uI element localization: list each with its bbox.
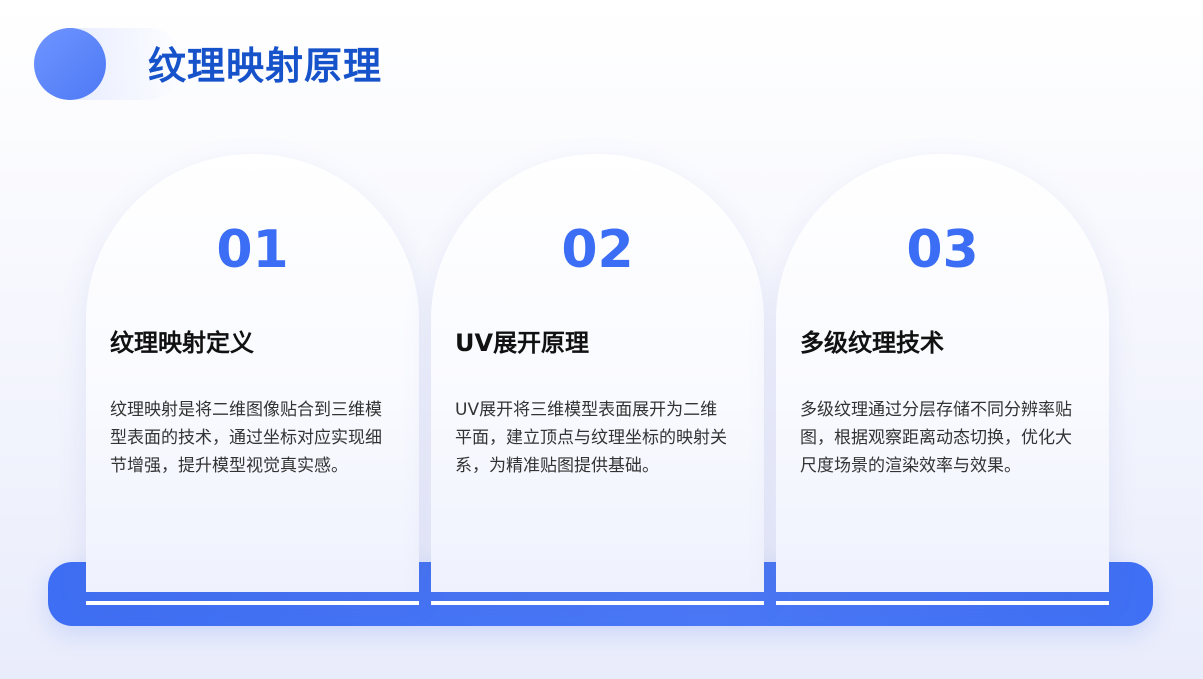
card-number: 02: [561, 220, 634, 280]
card-texture-mapping-definition: 01 纹理映射定义 纹理映射是将二维图像贴合到三维模型表面的技术，通过坐标对应实…: [86, 154, 419, 605]
card-text: 多级纹理通过分层存储不同分辨率贴图，根据观察距离动态切换，优化大尺度场景的渲染效…: [800, 400, 1072, 476]
card-multilevel-texture: 03 多级纹理技术 多级纹理通过分层存储不同分辨率贴图，根据观察距离动态切换，优…: [776, 154, 1109, 605]
card-text: UV展开将三维模型表面展开为二维平面，建立顶点与纹理坐标的映射关系，为精准贴图提…: [455, 400, 727, 476]
page-title: 纹理映射原理: [148, 44, 383, 88]
card-text: 纹理映射是将二维图像贴合到三维模型表面的技术，通过坐标对应实现细节增强，提升模型…: [110, 400, 382, 476]
card-uv-unwrap-principle: 02 UV展开原理 UV展开将三维模型表面展开为二维平面，建立顶点与纹理坐标的映…: [431, 154, 764, 605]
card-heading: UV展开原理: [455, 329, 590, 357]
card-number: 03: [906, 220, 979, 280]
card-heading: 多级纹理技术: [800, 329, 944, 357]
card-number: 01: [216, 220, 289, 280]
title-circle-icon: [34, 28, 106, 100]
card-heading: 纹理映射定义: [110, 329, 254, 357]
title-decoration: [34, 28, 184, 100]
